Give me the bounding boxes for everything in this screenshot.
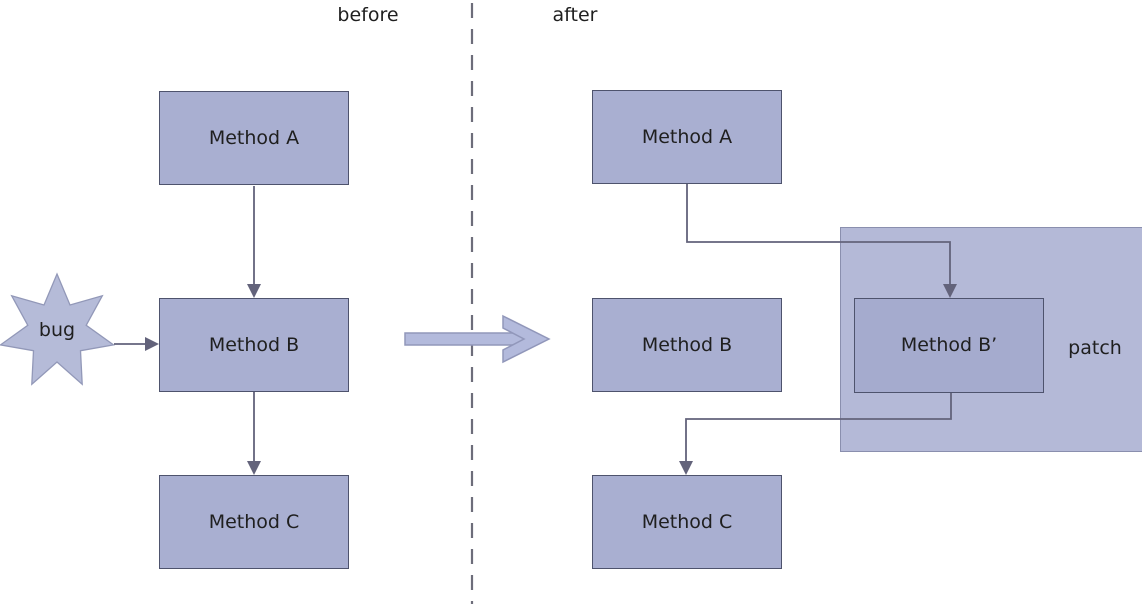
connector-before-b-to-c <box>247 392 261 475</box>
node-method-b-patched: Method B’ <box>854 298 1044 393</box>
node-method-b-after-label: Method B <box>641 333 733 356</box>
before-label: before <box>337 4 399 26</box>
after-label: after <box>552 4 598 26</box>
connector-after-a-to-bprime <box>686 184 957 298</box>
bug-star <box>0 272 116 386</box>
node-method-a-after-label: Method A <box>641 125 733 148</box>
node-method-b-after: Method B <box>592 298 782 392</box>
node-method-a-after: Method A <box>592 90 782 184</box>
node-method-a-before-label: Method A <box>208 126 300 149</box>
connector-after-bprime-to-c <box>679 393 952 475</box>
node-method-a-before: Method A <box>159 91 349 185</box>
bug-label: bug <box>38 319 76 341</box>
connector-before-a-to-b <box>247 186 261 298</box>
transform-arrow <box>404 314 551 364</box>
node-method-c-after-label: Method C <box>641 510 733 533</box>
connector-bug-to-b <box>114 337 159 351</box>
node-method-c-before-label: Method C <box>208 510 300 533</box>
node-method-b-patched-label: Method B’ <box>900 334 998 356</box>
node-method-c-before: Method C <box>159 475 349 569</box>
node-method-b-before: Method B <box>159 298 349 392</box>
node-method-b-before-label: Method B <box>208 333 300 356</box>
node-method-c-after: Method C <box>592 475 782 569</box>
patch-label: patch <box>1068 337 1122 359</box>
